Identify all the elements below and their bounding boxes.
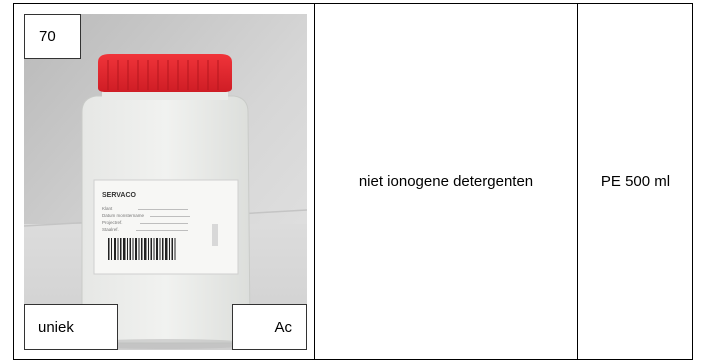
svg-text:Klant: Klant (102, 206, 113, 211)
description-text: niet ionogene detergenten (358, 173, 534, 190)
bottle-image: SERVACO Klant Datum monstername Projectr… (24, 14, 307, 350)
barcode (108, 238, 176, 260)
sample-photo: SERVACO Klant Datum monstername Projectr… (24, 14, 307, 350)
svg-text:Staalref.: Staalref. (102, 227, 119, 232)
column-divider (314, 4, 315, 359)
description-cell: niet ionogene detergenten (315, 4, 577, 359)
sample-table: SERVACO Klant Datum monstername Projectr… (13, 3, 693, 360)
container-cell: PE 500 ml (578, 4, 693, 359)
svg-text:Datum monstername: Datum monstername (102, 213, 145, 218)
unique-label: uniek (24, 304, 118, 350)
svg-text:Projectref.: Projectref. (102, 220, 123, 225)
svg-text:SERVACO: SERVACO (102, 192, 137, 199)
ac-text: Ac (274, 318, 292, 336)
ac-label: Ac (232, 304, 307, 350)
sample-number-label: 70 (24, 14, 81, 59)
sample-number: 70 (39, 28, 56, 45)
unique-text: uniek (38, 318, 74, 336)
column-divider (577, 4, 578, 359)
container-text: PE 500 ml (600, 173, 671, 190)
